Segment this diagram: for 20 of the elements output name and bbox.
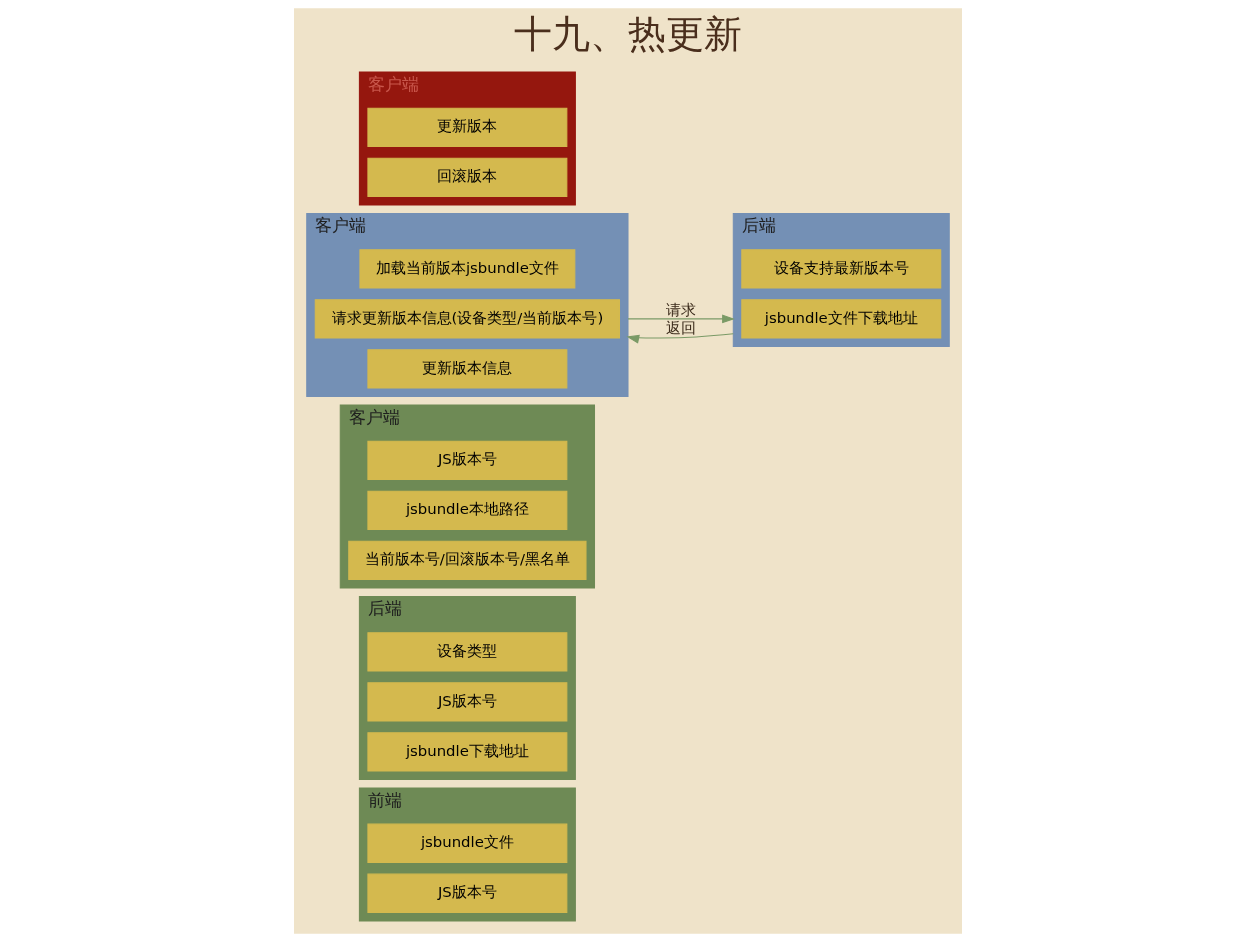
node-box: jsbundle本地路径 [367,490,568,531]
node-box: JS版本号 [367,873,568,913]
edge-label: 请求 [665,300,696,319]
node-box: 更新版本 [367,107,568,148]
arrow [626,333,734,344]
arrow [627,314,735,324]
node-box: 设备支持最新版本号 [741,249,942,289]
node-box: JS版本号 [367,682,568,722]
node-box: JS版本号 [367,440,568,481]
node-box: 更新版本信息 [367,349,568,389]
node-box: jsbundle文件下载地址 [741,299,942,339]
edge-label: 返回 [665,318,696,337]
node-box: 设备类型 [367,632,568,672]
node-box: 当前版本号/回滚版本号/黑名单 [348,540,587,581]
diagram-title: 十九、热更新 [514,11,742,57]
node-box: 加载当前版本jsbundle文件 [359,249,576,289]
node-box: 回滚版本 [367,157,568,198]
node-box: 请求更新版本信息(设备类型/当前版本号) [314,299,620,339]
node-box: jsbundle文件 [367,823,568,863]
node-box: jsbundle下载地址 [367,732,568,772]
